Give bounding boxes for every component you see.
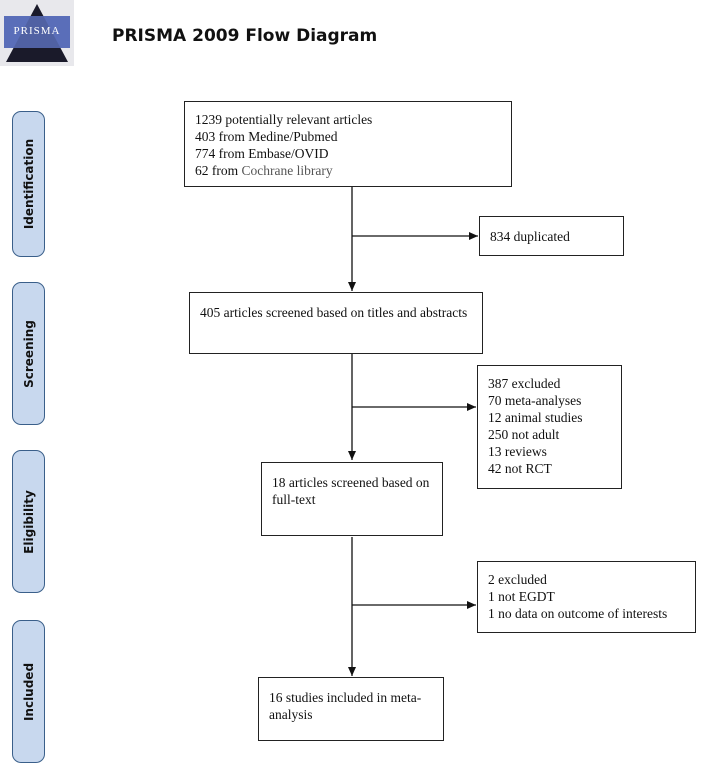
excluded-screen-line-4: 250 not adult (488, 427, 560, 442)
box-included: 16 studies included in meta-analysis (258, 677, 444, 741)
excluded-screen-line-1: 387 excluded (488, 376, 561, 391)
screened-text: 405 articles screened based on titles an… (200, 305, 468, 320)
fulltext-text: 18 articles screened based on full-text (272, 475, 430, 507)
stage-identification: Identification (12, 111, 45, 257)
records-line-1: 1239 potentially relevant articles (195, 112, 373, 127)
excluded-full-line-1: 2 excluded (488, 572, 547, 587)
box-fulltext: 18 articles screened based on full-text (261, 462, 443, 536)
page-title: PRISMA 2009 Flow Diagram (112, 26, 378, 46)
stage-screening: Screening (12, 282, 45, 425)
excluded-full-line-3: 1 no data on outcome of interests (488, 606, 668, 621)
box-duplicates: 834 duplicated (479, 216, 624, 256)
records-line-3: 774 from Embase/OVID (195, 146, 329, 161)
excluded-screen-line-5: 13 reviews (488, 444, 547, 459)
excluded-screen-line-2: 70 meta-analyses (488, 393, 582, 408)
box-excluded-fulltext: 2 excluded 1 not EGDT 1 no data on outco… (477, 561, 696, 633)
prisma-logo-text: PRISMA (13, 25, 61, 37)
cochrane-count: 62 from (195, 163, 239, 178)
box-screened: 405 articles screened based on titles an… (189, 292, 483, 354)
excluded-screen-line-3: 12 animal studies (488, 410, 583, 425)
box-records-identified: 1239 potentially relevant articles 403 f… (184, 101, 512, 187)
box-excluded-screening: 387 excluded 70 meta-analyses 12 animal … (477, 365, 622, 489)
included-text: 16 studies included in meta-analysis (269, 690, 422, 722)
records-line-2: 403 from Medine/Pubmed (195, 129, 338, 144)
prisma-logo: PRISMA (0, 0, 74, 66)
prisma-logo-icon (0, 0, 74, 66)
excluded-screen-line-6: 42 not RCT (488, 461, 552, 476)
cochrane-source: Cochrane library (241, 163, 333, 178)
stage-eligibility: Eligibility (12, 450, 45, 593)
excluded-full-line-2: 1 not EGDT (488, 589, 555, 604)
duplicates-text: 834 duplicated (490, 229, 570, 244)
stage-included: Included (12, 620, 45, 763)
records-line-4: 62 from Cochrane library (195, 162, 501, 179)
